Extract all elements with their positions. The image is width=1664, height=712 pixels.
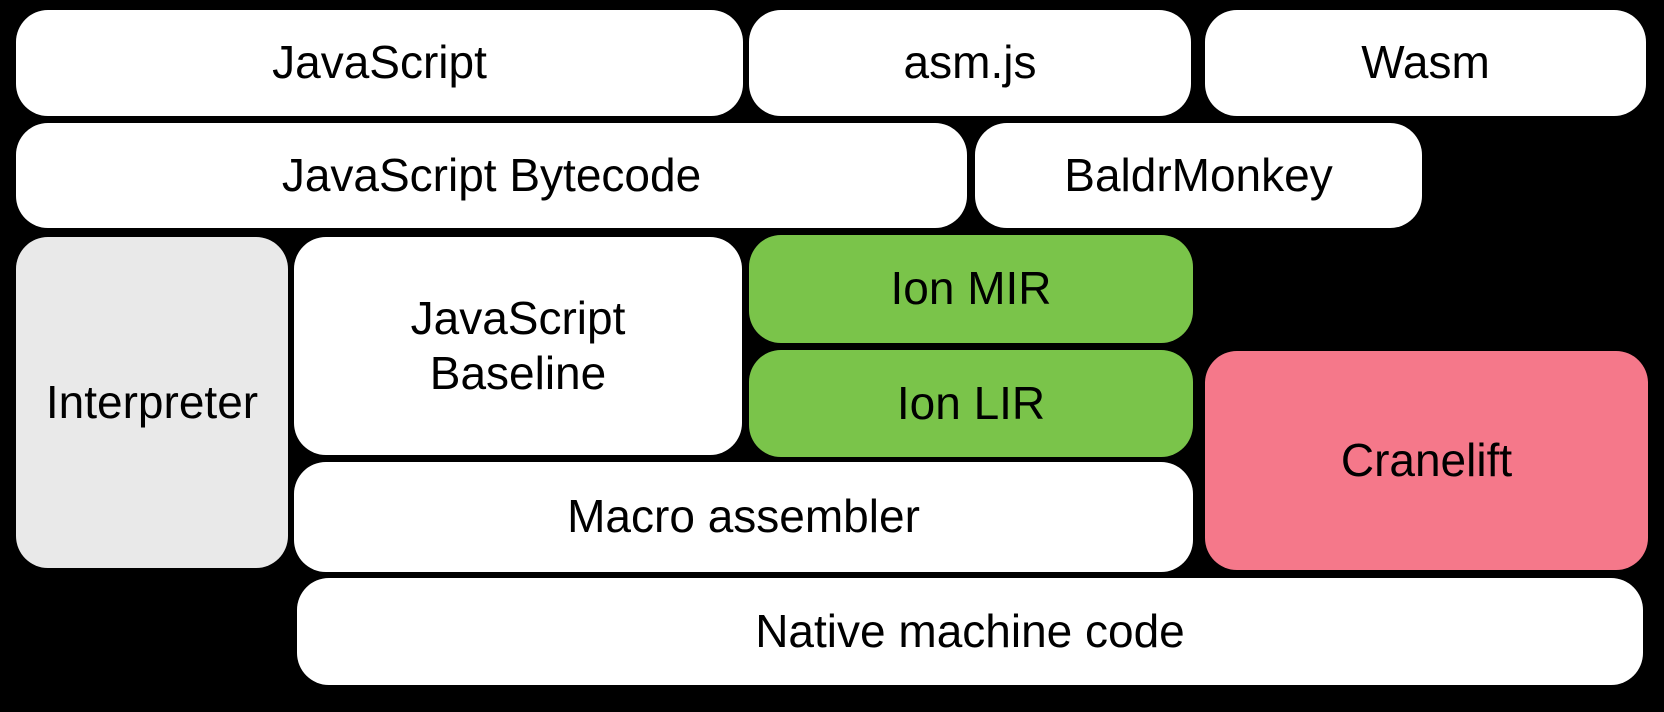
box-wasm: Wasm — [1205, 10, 1646, 116]
box-javascript-bytecode-label: JavaScript Bytecode — [281, 148, 702, 201]
box-macro-assembler: Macro assembler — [294, 462, 1193, 572]
box-cranelift-label: Cranelift — [1340, 433, 1513, 486]
box-javascript-label: JavaScript — [272, 36, 487, 89]
box-interpreter-label: Interpreter — [45, 375, 259, 428]
box-wasm-label: Wasm — [1361, 36, 1490, 89]
box-native-machine-code-label: Native machine code — [755, 604, 1185, 657]
box-javascript-bytecode: JavaScript Bytecode — [16, 123, 967, 228]
box-baldrmonkey-label: BaldrMonkey — [1064, 148, 1333, 201]
box-interpreter: Interpreter — [16, 237, 288, 568]
box-asm-js-label: asm.js — [903, 36, 1037, 89]
box-javascript: JavaScript — [16, 10, 743, 116]
box-ion-mir: Ion MIR — [749, 235, 1193, 343]
box-asm-js: asm.js — [749, 10, 1191, 116]
box-javascript-baseline-line2: Baseline — [429, 347, 607, 399]
box-javascript-baseline-line1: JavaScript — [410, 291, 626, 344]
box-ion-mir-label: Ion MIR — [890, 262, 1052, 315]
box-cranelift: Cranelift — [1205, 351, 1648, 570]
box-native-machine-code: Native machine code — [297, 578, 1643, 685]
box-macro-assembler-label: Macro assembler — [567, 490, 920, 543]
box-ion-lir-label: Ion LIR — [896, 376, 1046, 429]
box-ion-lir: Ion LIR — [749, 350, 1193, 457]
box-baldrmonkey: BaldrMonkey — [975, 123, 1422, 228]
